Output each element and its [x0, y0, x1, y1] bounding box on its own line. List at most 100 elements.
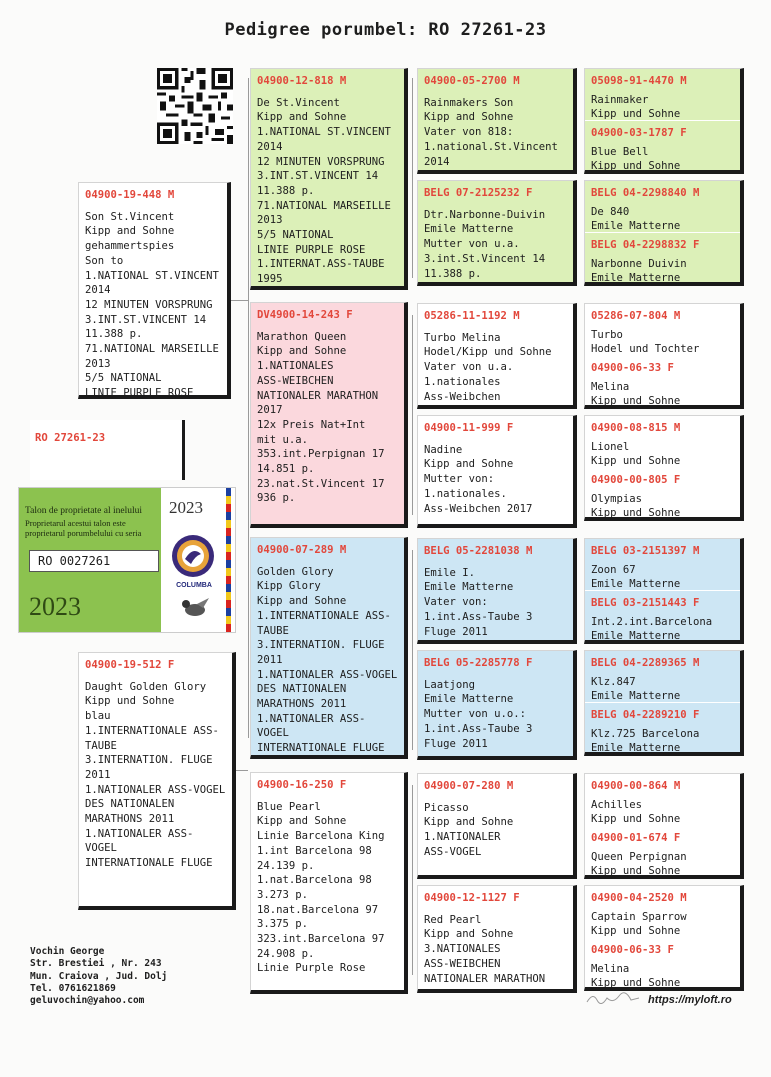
ring-number: 04900-01-674 F [591, 832, 681, 844]
pedigree-line: Kipp und Sohne [591, 395, 681, 408]
ring-number: 04900-08-815 M [591, 422, 681, 434]
pedigree-line: Turbo Melina [424, 331, 501, 344]
website-link[interactable]: https://myloft.ro [648, 994, 732, 1006]
pedigree-line: Kipp and Sohne [257, 111, 347, 124]
pedigree-line: 1.NATIONALER ASS- [257, 712, 366, 725]
pedigree-line: Son St.Vincent [85, 210, 175, 223]
pedigree-line: 3.INT.ST.VINCENT 14 [85, 313, 207, 326]
signature-icon [586, 992, 640, 1004]
pedigree-line: 1.nationales. [424, 487, 507, 500]
pedigree-line: De 840 [591, 205, 630, 218]
pedigree-line: Mutter von u.o.: [424, 708, 527, 721]
pedigree-line: 2011 [85, 768, 111, 781]
pedigree-line: INTERNATIONALE FLUGE [85, 857, 213, 870]
pedigree-line: ASS-VOGEL [424, 845, 482, 858]
ring-ownership-talon: Talon de proprietate al inelului Proprie… [18, 487, 236, 633]
pedigree-line: ASS-WEIBCHEN [424, 957, 501, 970]
ring-number: 04900-04-2520 M [591, 892, 687, 904]
pedigree-line: Turbo [591, 328, 623, 341]
pedigree-line: 2014 [257, 140, 283, 153]
owner-street: Str. Brestiei , Nr. 243 [30, 958, 162, 970]
pigeon-icon [182, 598, 209, 616]
ring-number: BELG 07-2125232 F [424, 187, 533, 199]
pedigree-line: NATIONALER MARATHON [424, 972, 546, 985]
pedigree-line: Emile Matterne [591, 742, 681, 755]
pedigree-line: 3.int.St.Vincent 14 [424, 252, 546, 265]
pedigree-line: 12 MINUTEN VORSPRUNG [85, 298, 213, 311]
pedigree-line: Kipp and Sohne [424, 816, 514, 829]
pedigree-line: 11.388 p. [257, 184, 315, 197]
subject-ring-box: RO 27261-23 [30, 420, 185, 480]
ring-number: 04900-16-250 F [257, 779, 347, 791]
pedigree-line: Golden Glory [257, 565, 334, 578]
talon-year: 2023 [169, 498, 203, 517]
pedigree-line: Linie Purple Rose [257, 962, 366, 975]
pedigree-line: Hodel und Tochter [591, 343, 700, 356]
pedigree-line: Kipp Glory [257, 580, 321, 593]
pedigree-line: 5/5 NATIONAL [257, 229, 334, 242]
connector-line [412, 78, 413, 278]
pedigree-line: Kipp and Sohne [424, 928, 514, 941]
pedigree-line: 2011 [257, 653, 283, 666]
talon-color-stripe [226, 488, 231, 632]
ring-number: 04900-06-33 F [591, 944, 674, 956]
pedigree-line: mit u.a. [257, 433, 309, 446]
pedigree-line: 1.NATIONALES [257, 360, 334, 373]
ring-number: BELG 04-2289210 F [591, 709, 700, 721]
pedigree-line: 1.nat.Barcelona 98 [257, 874, 372, 887]
pedigree-line: DES NATIONALEN [85, 798, 175, 811]
pedigree-line: Kipp and Sohne [257, 595, 347, 608]
connector-line [228, 300, 248, 301]
ring-number: DV4900-14-243 F [257, 309, 353, 321]
connector-line [412, 785, 413, 975]
pedigree-line: 1.INTERNATIONALE ASS- [257, 609, 391, 622]
ring-number: BELG 05-2281038 M [424, 545, 533, 557]
pedigree-line: 3.INT.ST.VINCENT 14 [257, 170, 379, 183]
ring-number: BELG 04-2298840 M [591, 187, 700, 199]
pedigree-line: Kipp und Sohne [591, 108, 681, 121]
pedigree-line: 3.375 p. [257, 918, 309, 931]
pedigree-line: 1.NATIONALER [424, 831, 501, 844]
pedigree-line: Blue Pearl [257, 800, 321, 813]
pedigree-line: Kipp und Sohne [85, 695, 175, 708]
pedigree-line: NATIONALER MARATHON [257, 389, 379, 402]
pedigree-line: 1.national.St.Vincent [424, 140, 558, 153]
pedigree-line: 2017 [257, 404, 283, 417]
pedigree-line: DES NATIONALEN [257, 683, 347, 696]
pedigree-line: 71.NATIONAL MARSEILLE [257, 199, 391, 212]
pedigree-line: Kipp und Sohne [591, 925, 681, 938]
ring-number: 05098-91-4470 M [591, 75, 687, 87]
ring-number: BELG 03-2151443 F [591, 597, 700, 609]
pedigree-line: 2014 [85, 284, 111, 297]
ring-number: 04900-12-818 M [257, 75, 347, 87]
ring-number: BELG 05-2285778 F [424, 657, 533, 669]
pedigree-line: 5/5 NATIONAL [85, 372, 162, 385]
pedigree-line: TAUBE [257, 624, 289, 637]
talon-brand: COLUMBA [176, 582, 212, 589]
pedigree-line: 11.388 p. [85, 328, 143, 341]
pedigree-line: TAUBE [85, 739, 117, 752]
pedigree-line: 3.INTERNATION. FLUGE [85, 754, 213, 767]
ring-number: BELG 04-2289365 M [591, 657, 700, 669]
pedigree-line: 3.NATIONALES [424, 943, 501, 956]
pedigree-line: 12x Preis Nat+Int [257, 418, 366, 431]
pedigree-line: Kipp und Sohne [591, 455, 681, 468]
pedigree-line: Kipp and Sohne [424, 458, 514, 471]
pedigree-line: 1.NATIONALER ASS-VOGEL [85, 783, 226, 796]
ring-number: 04900-00-805 F [591, 474, 681, 486]
ring-number: 04900-03-1787 F [591, 127, 687, 139]
pedigree-line: Emile Matterne [591, 272, 681, 285]
pedigree-line: Olympias [591, 492, 643, 505]
